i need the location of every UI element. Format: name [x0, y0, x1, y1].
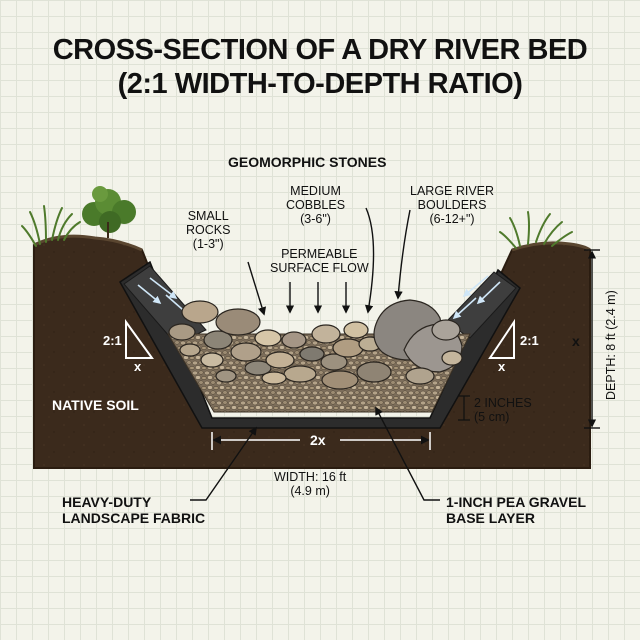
gravel-depth-dimension: [458, 395, 470, 421]
slope-triangle-right: [488, 318, 515, 359]
label-geomorphic-stones: GEOMORPHIC STONES: [228, 154, 387, 170]
label-slope-ratio-right: 2:1: [520, 333, 539, 348]
label-base-2x: 2x: [310, 432, 326, 448]
top-leader-lines: [247, 207, 411, 316]
slope-triangle-left: [125, 318, 154, 359]
fabric-panel-right: [445, 271, 517, 339]
base-width-dimension: [211, 432, 431, 450]
grass-left: [21, 205, 81, 247]
label-slope-x-right: x: [498, 359, 506, 374]
slope-flow-arrows-right: [452, 275, 501, 320]
label-gravel-depth: 2 INCHES(5 cm): [474, 396, 532, 424]
ground-surface-left: [33, 234, 143, 252]
label-slope-ratio-left: 2:1: [103, 333, 122, 348]
bottom-leader-lines: [190, 406, 440, 501]
label-depth: DEPTH: 8 ft (2.4 m): [604, 290, 618, 400]
shrub-left: [82, 186, 136, 238]
label-slope-x-left: x: [134, 359, 142, 374]
label-width: WIDTH: 16 ft(4.9 m): [274, 470, 347, 498]
label-depth-x: x: [572, 333, 580, 349]
ground-surface-right: [511, 241, 591, 252]
title-line-1: CROSS-SECTION OF A DRY RIVER BED: [52, 34, 588, 66]
title-line-2: (2:1 WIDTH-TO-DEPTH RATIO): [117, 68, 523, 100]
depth-dimension: [584, 249, 600, 429]
stone-layer: [168, 299, 463, 390]
label-native-soil: NATIVE SOIL: [52, 397, 139, 413]
grass-right: [499, 211, 573, 249]
